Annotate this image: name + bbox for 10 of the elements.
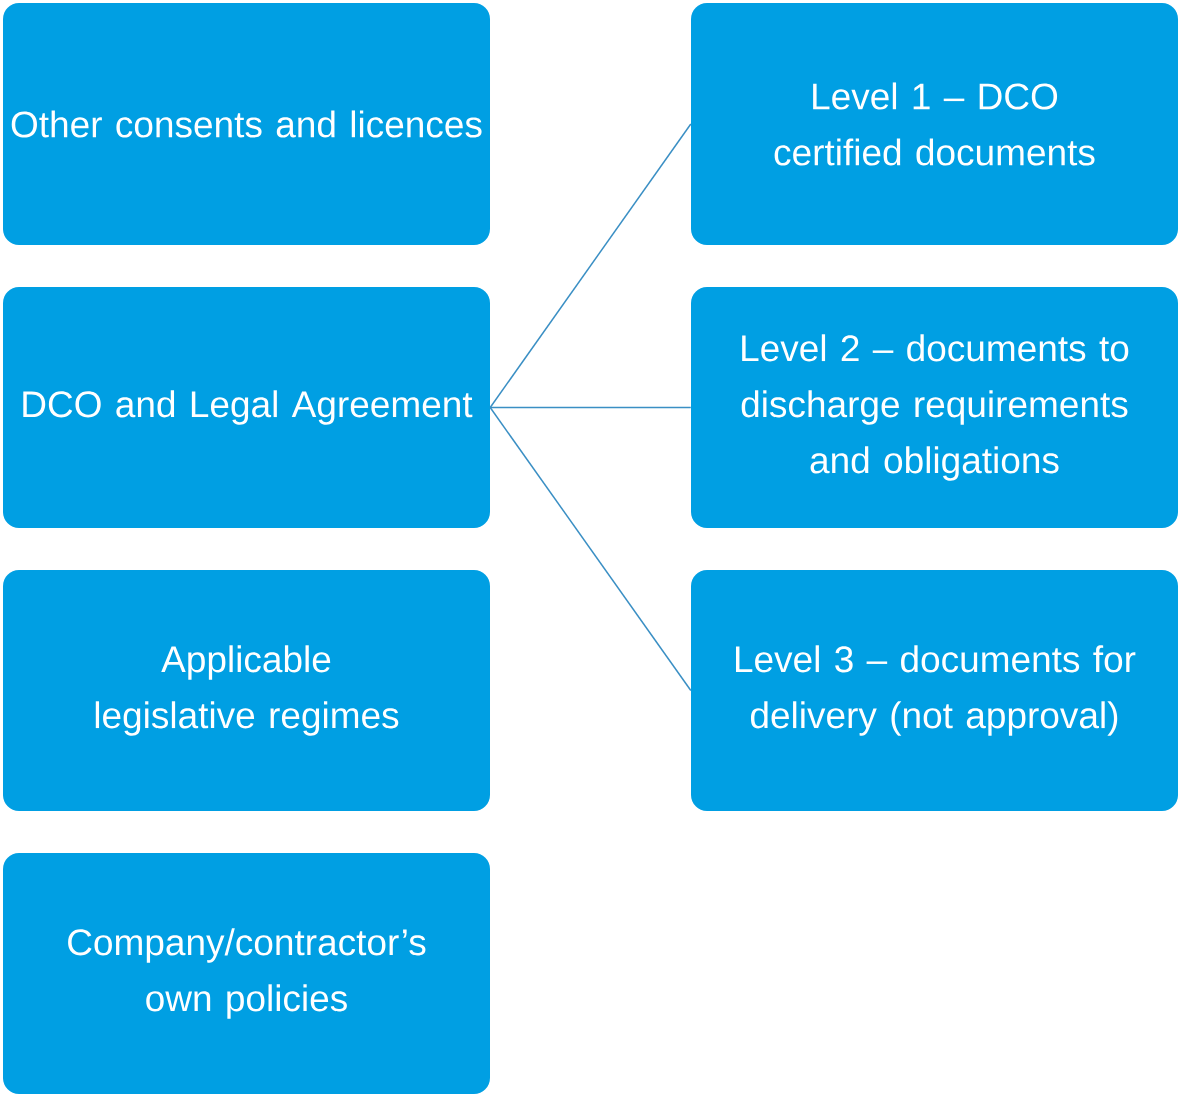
text-box: Company/contractor’s own policies xyxy=(3,853,490,1094)
text-box: DCO and Legal Agreement xyxy=(3,287,490,528)
connector-line xyxy=(489,406,692,692)
text-box: Other consents and licences xyxy=(3,3,490,245)
text-box: Level 3 – documents for delivery (not approval) xyxy=(691,570,1178,811)
text-box: Applicable legislative regimes xyxy=(3,570,490,811)
text-box: Level 2 – documents to discharge requirements and obligations xyxy=(691,287,1178,528)
text-box: Level 1 – DCO certified documents xyxy=(691,3,1178,245)
connector-line xyxy=(489,406,692,409)
connector-line xyxy=(489,123,692,409)
